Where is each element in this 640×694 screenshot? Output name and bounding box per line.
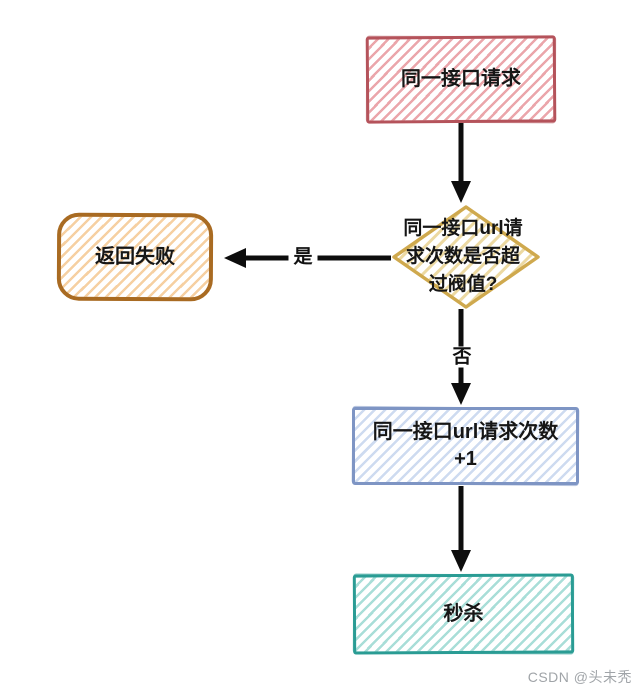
node-return-failure-label: 返回失败 <box>94 245 176 268</box>
decision-line-2: 求次数是否超 <box>405 246 520 267</box>
node-same-api-request-label: 同一接口请求 <box>400 67 522 91</box>
node-threshold-decision-shape <box>392 205 540 309</box>
node-seckill-label: 秒杀 <box>443 602 484 625</box>
arrowhead-left-icon <box>224 248 246 268</box>
node-same-api-request: 同一接口请求 <box>365 35 557 124</box>
increment-line-1: 同一接口url请求次数 <box>372 421 559 443</box>
watermark: CSDN @头未秃 <box>527 669 632 685</box>
decision-line-3: 过阀值? <box>428 274 498 295</box>
node-return-failure: 返回失败 <box>56 212 214 302</box>
arrowhead-down-icon <box>451 181 471 203</box>
edge-label-yes: 是 <box>288 246 318 268</box>
node-threshold-decision: 同一接口url请 求次数是否超 过阀值? <box>384 215 542 299</box>
edge-request-to-decision <box>451 123 471 203</box>
node-seckill: 秒杀 <box>352 573 575 655</box>
arrowhead-down-icon <box>451 550 471 572</box>
edge-decision-to-fail <box>224 248 391 268</box>
increment-line-2: +1 <box>454 448 477 470</box>
node-increment-count: 同一接口url请求次数 +1 <box>352 407 579 485</box>
edge-increment-to-seckill <box>451 486 471 572</box>
decision-line-1: 同一接口url请 <box>403 218 523 239</box>
edge-label-no: 否 <box>447 346 477 368</box>
arrowhead-down-icon <box>451 383 471 405</box>
